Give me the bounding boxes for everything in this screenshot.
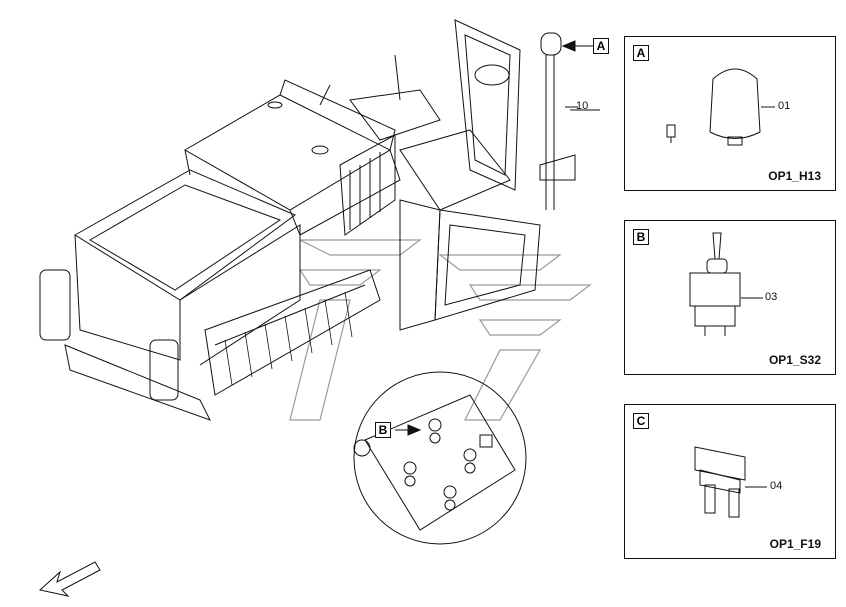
toggle-switch-icon xyxy=(689,232,763,336)
part-number: 01 xyxy=(778,100,791,112)
watermark-logo xyxy=(289,239,592,421)
beacon-mast xyxy=(539,32,578,210)
detail-box-b: B 03 OP1_S32 xyxy=(624,220,836,375)
part-number: 03 xyxy=(765,291,778,303)
detail-tag: B xyxy=(633,229,649,245)
detail-box-a: A 01 OP1_H13 xyxy=(624,36,836,191)
detail-tag: A xyxy=(633,45,649,61)
paver-body xyxy=(39,19,541,421)
part-number: 04 xyxy=(770,480,783,492)
callout-b: B xyxy=(375,422,391,438)
part-code: OP1_F19 xyxy=(769,537,821,551)
part-10-label: 10 xyxy=(576,100,589,112)
callout-leaders xyxy=(395,40,600,436)
switch-panel-zoom xyxy=(353,371,527,545)
detail-tag: C xyxy=(633,413,649,429)
blade-fuse-icon xyxy=(694,446,767,518)
direction-arrow xyxy=(38,561,101,597)
beacon-lamp-icon xyxy=(666,68,775,146)
part-code: OP1_H13 xyxy=(768,169,821,183)
part-code: OP1_S32 xyxy=(768,353,821,367)
detail-box-c: C 04 OP1_F19 xyxy=(624,404,836,559)
callout-a: A xyxy=(593,38,609,54)
